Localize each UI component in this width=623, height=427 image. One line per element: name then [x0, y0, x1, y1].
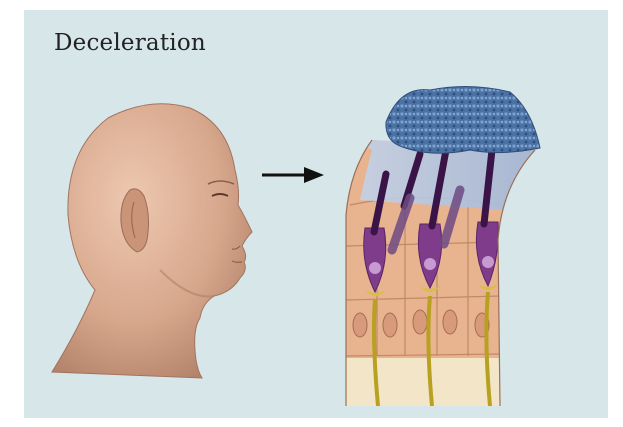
right-arrow-icon — [262, 167, 324, 183]
otolith-organ-icon — [340, 86, 545, 410]
human-head-profile-icon — [52, 104, 252, 378]
otolithic-membrane — [386, 86, 540, 153]
